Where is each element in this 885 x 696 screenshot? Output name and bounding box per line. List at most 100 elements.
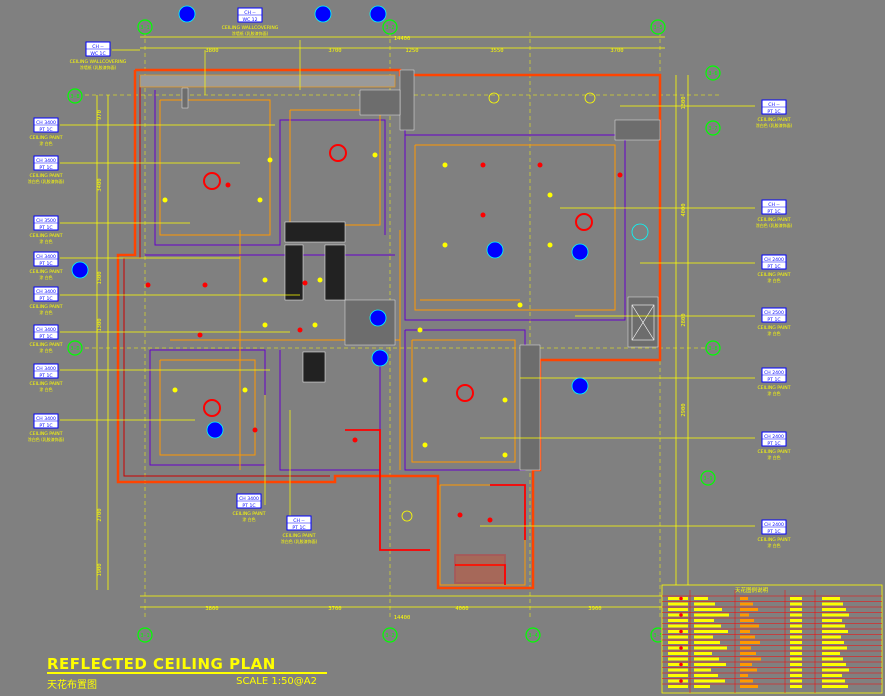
tag-finish: PT 1C bbox=[767, 264, 780, 270]
structural-blocks bbox=[181, 69, 661, 471]
tag-note: 涂墙纸 (乳胶漆饰面) bbox=[80, 64, 117, 70]
tag-label: CEILING PAINT bbox=[757, 385, 790, 391]
leader-lines bbox=[60, 40, 755, 527]
tag-code: CH 3400 bbox=[36, 120, 56, 126]
grid-bubble: 3-4 bbox=[525, 627, 541, 643]
grid-bubble-label: 3-9 bbox=[703, 476, 712, 482]
tag-note: 涂 白色 bbox=[242, 516, 255, 522]
tag-note: 涂墙纸 (乳胶漆饰面) bbox=[232, 30, 269, 36]
tag-label: CEILING PAINT bbox=[282, 533, 315, 539]
tag-finish: PT 1C bbox=[292, 525, 305, 531]
ring-fixtures bbox=[401, 92, 596, 522]
legend-table: 天花图例说明 bbox=[661, 584, 883, 694]
tag-note: 涂白色 (乳胶漆饰面) bbox=[281, 538, 318, 544]
grid-bubble-label: 3-D bbox=[70, 346, 79, 352]
grid-bubble: 3-7 bbox=[705, 120, 721, 136]
top-dimension: 1250 bbox=[405, 48, 418, 54]
grid-bubble: 3-1 bbox=[137, 19, 153, 35]
bottom-dimension: 4000 bbox=[455, 606, 468, 612]
left-dimension: 1300 bbox=[97, 271, 103, 284]
top-total-dimension: 14400 bbox=[394, 36, 411, 42]
legend-title: 天花图例说明 bbox=[735, 586, 769, 594]
tag-finish: PT 1C bbox=[767, 209, 780, 215]
tag-finish: WC 12 bbox=[242, 17, 257, 23]
elevator-shaft bbox=[631, 304, 655, 341]
grid-bubble-label: 3-B bbox=[70, 94, 79, 100]
top-dimension: 3700 bbox=[610, 48, 623, 54]
tag-label: CEILING PAINT bbox=[29, 431, 62, 437]
grid-bubble-label: 3-7 bbox=[708, 126, 717, 132]
tag-code: CH 3400 bbox=[36, 366, 56, 372]
tag-note: 涂白色 (乳胶漆饰面) bbox=[756, 222, 793, 228]
tag-label: CEILING PAINT bbox=[757, 272, 790, 278]
tag-finish: PT 1C bbox=[767, 529, 780, 535]
tag-code: CH -- bbox=[293, 518, 305, 524]
bottom-dimension: 3700 bbox=[328, 606, 341, 612]
tag-code: CH -- bbox=[92, 44, 104, 50]
tag-code: CH 3400 bbox=[36, 416, 56, 422]
tag-label: CEILING PAINT bbox=[232, 511, 265, 517]
tag-note: 涂 白色 bbox=[39, 309, 52, 315]
tag-label: CEILING PAINT bbox=[757, 117, 790, 123]
tag-finish: PT 1C bbox=[39, 296, 52, 302]
tag-note: 涂 白色 bbox=[39, 238, 52, 244]
left-dimension: 970 bbox=[97, 110, 103, 120]
grid-bubble-label: 3-8 bbox=[708, 346, 717, 352]
tag-label: CEILING WALLCOVERING bbox=[222, 25, 279, 31]
tag-finish: PT 1C bbox=[39, 261, 52, 267]
tag-label: CEILING PAINT bbox=[29, 342, 62, 348]
tag-note: 涂 白色 bbox=[39, 140, 52, 146]
tag-note: 涂 白色 bbox=[767, 330, 780, 336]
tag-finish: PT 1C bbox=[39, 225, 52, 231]
tag-finish: PT 1C bbox=[242, 503, 255, 509]
tag-label: CEILING PAINT bbox=[29, 304, 62, 310]
right-dimension: 2800 bbox=[681, 313, 687, 326]
grid-bubble-label: 3-2 bbox=[385, 633, 394, 639]
tag-label: CEILING PAINT bbox=[29, 269, 62, 275]
right-dimension: 2900 bbox=[681, 403, 687, 416]
tag-note: 涂 白色 bbox=[767, 542, 780, 548]
grid-bubble-label: 3-1 bbox=[140, 633, 149, 639]
tag-code: CH -- bbox=[768, 102, 780, 108]
grid-bubble-label: 3-5 bbox=[653, 25, 662, 31]
tag-code: CH 3400 bbox=[36, 327, 56, 333]
tag-finish: PT 1C bbox=[39, 423, 52, 429]
right-dimension: 1300 bbox=[681, 96, 687, 109]
plan-title: REFLECTED CEILING PLAN bbox=[47, 656, 327, 674]
section-markers bbox=[71, 5, 649, 439]
left-dimension: 1300 bbox=[97, 318, 103, 331]
left-dimension: 2700 bbox=[97, 508, 103, 521]
grid-bubble: 3-1 bbox=[137, 627, 153, 643]
tag-note: 涂 白色 bbox=[39, 347, 52, 353]
title-block: REFLECTED CEILING PLAN 天花布置图 SCALE 1:50@… bbox=[47, 656, 327, 691]
red-dots bbox=[145, 162, 623, 523]
tag-label: CEILING PAINT bbox=[29, 173, 62, 179]
tag-note: 涂白色 (乳胶漆饰面) bbox=[756, 122, 793, 128]
top-dimension: 3700 bbox=[328, 48, 341, 54]
tag-code: CH 3500 bbox=[36, 218, 56, 224]
tag-label: CEILING PAINT bbox=[757, 537, 790, 543]
tag-label: CEILING PAINT bbox=[757, 217, 790, 223]
top-dimension: 3550 bbox=[490, 48, 503, 54]
tag-label: CEILING PAINT bbox=[757, 325, 790, 331]
grid-bubble-label: 3-6 bbox=[708, 71, 717, 77]
tag-finish: PT 1C bbox=[39, 373, 52, 379]
grid-bubble-label: 3-5 bbox=[653, 633, 662, 639]
grid-bubble: 3-6 bbox=[705, 65, 721, 81]
grid-bubble: 3-9 bbox=[700, 470, 716, 486]
grid-bubble: 3-D bbox=[67, 340, 83, 356]
stair-grill bbox=[284, 221, 346, 383]
